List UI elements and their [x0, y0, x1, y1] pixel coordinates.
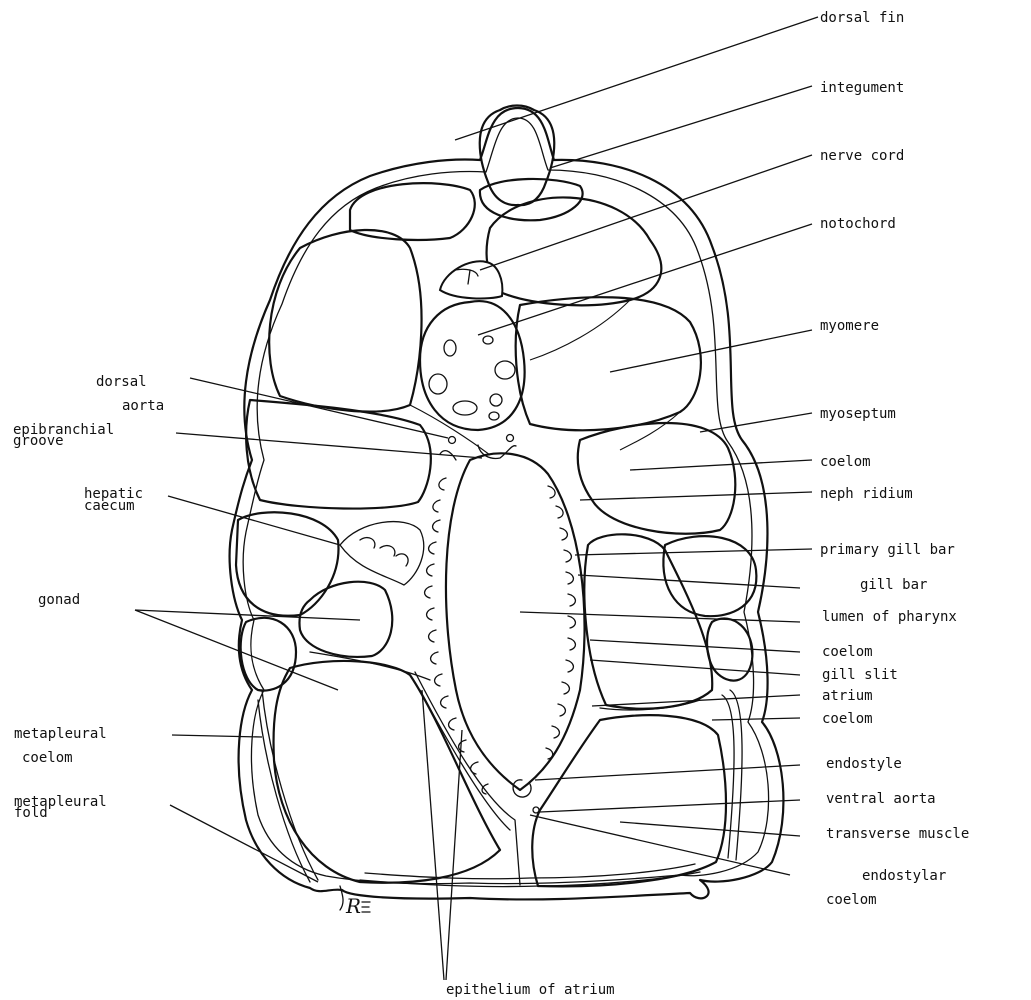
label-transverse-muscle: transverse muscle: [826, 826, 969, 842]
label-fold: fold: [14, 805, 48, 821]
label-coelom-lower: coelom: [822, 711, 873, 727]
notochord: [420, 301, 525, 430]
signature-strokes: [362, 902, 370, 912]
label-gonad: gonad: [38, 592, 80, 608]
leader-lines: [135, 17, 818, 980]
label-gill-slit: gill slit: [822, 667, 898, 683]
label-nephridium: neph ridium: [820, 486, 913, 502]
label-endostylar-coelom: coelom: [826, 892, 877, 908]
label-nerve-cord: nerve cord: [820, 148, 904, 164]
myosepta: [410, 300, 680, 455]
inner-membranes: [258, 652, 742, 910]
label-primary-gill-bar: primary gill bar: [820, 542, 955, 558]
label-dorsal: dorsal: [96, 374, 147, 390]
label-lumen-of-pharynx: lumen of pharynx: [822, 609, 957, 625]
label-coelom-upper: coelom: [820, 454, 871, 470]
myomeres: [236, 179, 756, 691]
gonads: [274, 534, 726, 886]
pharynx: [425, 435, 585, 814]
labels: dorsal fin integument nerve cord notocho…: [13, 10, 969, 998]
nerve-cord: [440, 261, 502, 298]
label-aorta: aorta: [122, 398, 164, 414]
label-groove: groove: [13, 433, 64, 449]
label-coelom-middle: coelom: [822, 644, 873, 660]
label-myoseptum: myoseptum: [820, 406, 896, 422]
label-endostylar: endostylar: [862, 868, 946, 884]
label-integument: integument: [820, 80, 904, 96]
label-metapleural-coelom: coelom: [22, 750, 73, 766]
label-ventral-aorta: ventral aorta: [826, 791, 936, 807]
label-myomere: myomere: [820, 318, 879, 334]
hepatic-caecum: [340, 522, 424, 585]
label-epithelium-of-atrium: epithelium of atrium: [446, 982, 615, 998]
label-caecum: caecum: [84, 498, 135, 514]
label-atrium: atrium: [822, 688, 873, 704]
label-notochord: notochord: [820, 216, 896, 232]
label-dorsal-fin: dorsal fin: [820, 10, 904, 26]
label-gill-bar: gill bar: [860, 577, 927, 593]
label-metapleural: metapleural: [14, 726, 107, 742]
label-endostyle: endostyle: [826, 756, 902, 772]
artist-signature: R: [345, 894, 361, 918]
